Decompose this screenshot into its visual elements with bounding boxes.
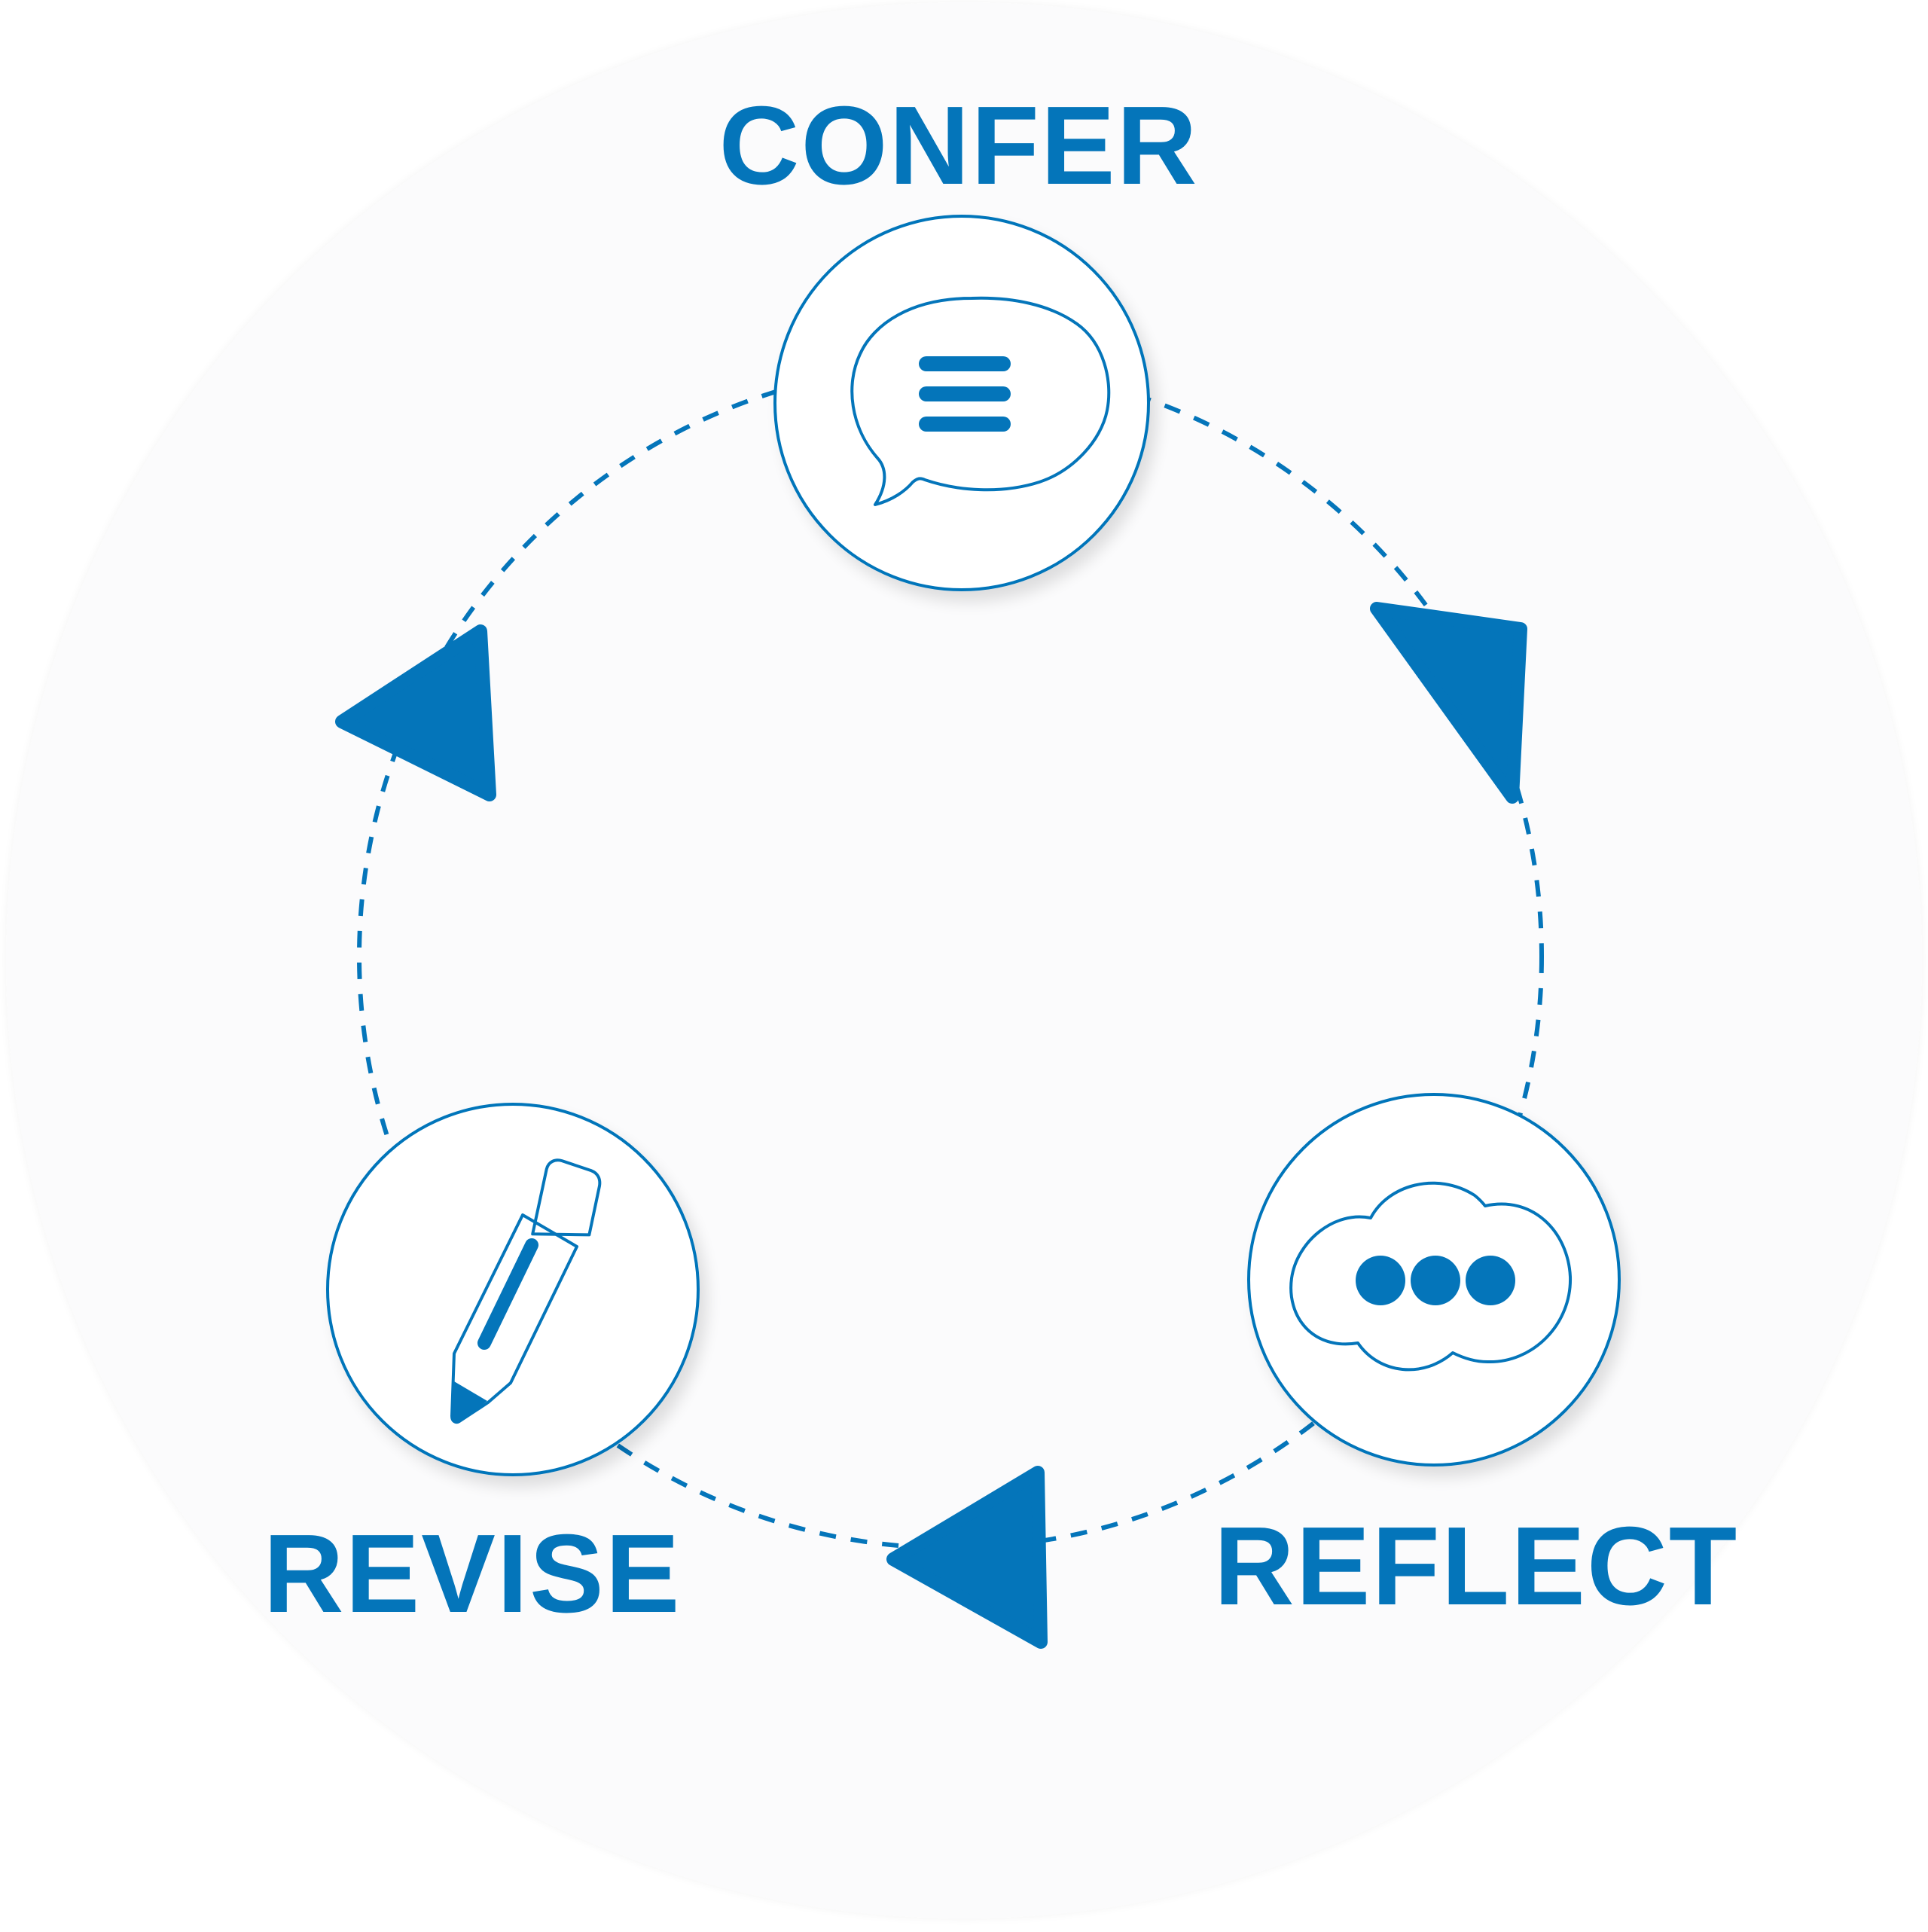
arrow-revise-to-confer <box>335 624 496 801</box>
node-reflect-label: REFLECT <box>1214 1504 1738 1628</box>
arrow-confer-to-reflect <box>1370 602 1527 804</box>
node-confer-circle <box>773 215 1150 591</box>
node-confer <box>773 215 1150 591</box>
arrow-reflect-to-revise <box>886 1466 1048 1649</box>
thought-cloud-icon <box>1289 1181 1573 1372</box>
node-revise-label: REVISE <box>264 1512 682 1636</box>
speech-bubble-icon <box>850 296 1111 506</box>
node-revise <box>326 1103 700 1476</box>
node-reflect <box>1247 1093 1621 1467</box>
node-confer-label: CONFER <box>719 84 1199 208</box>
pencil-icon <box>450 1158 602 1424</box>
